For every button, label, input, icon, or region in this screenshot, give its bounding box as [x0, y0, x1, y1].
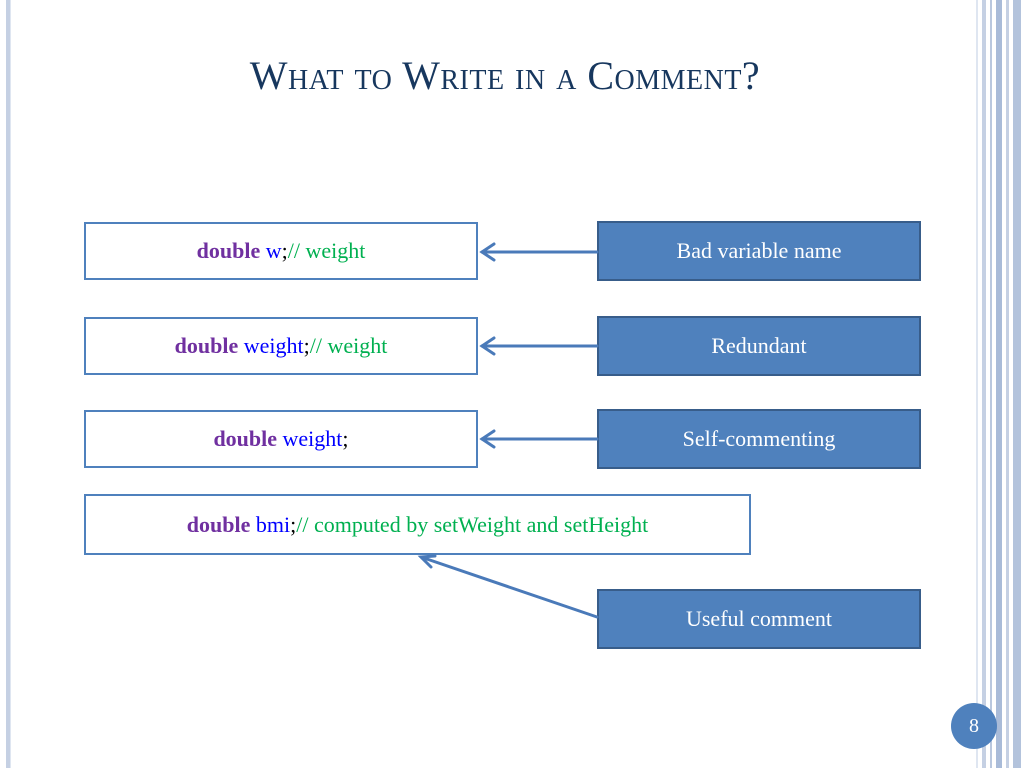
code-keyword: double [213, 426, 278, 451]
right-border-stripes [976, 0, 1024, 768]
code-comment: // weight [309, 333, 388, 358]
left-border-decoration [6, 0, 10, 768]
code-variable: weight [243, 333, 304, 358]
code-punct: ; [281, 238, 288, 263]
label-box-useful-comment: Useful comment [597, 589, 921, 649]
code-box-3: double weight; [84, 410, 478, 468]
label-box-bad-variable-name: Bad variable name [597, 221, 921, 281]
code-comment: // computed by setWeight and setHeight [296, 511, 649, 537]
code-punct: ; [342, 426, 349, 451]
code-variable: weight [282, 426, 343, 451]
code-box-4: double bmi; // computed by setWeight and… [84, 494, 751, 555]
left-border-decoration-thin [10, 0, 11, 768]
arrow-2 [479, 336, 599, 356]
code-punct: ; [290, 511, 297, 537]
label-box-self-commenting: Self-commenting [597, 409, 921, 469]
arrow-1 [479, 242, 599, 262]
code-variable: bmi [255, 511, 291, 537]
arrow-4 [417, 554, 599, 619]
code-box-1: double w; // weight [84, 222, 478, 280]
code-keyword: double [186, 511, 251, 537]
slide-title: What to Write in a Comment? [249, 53, 761, 98]
code-variable: w [265, 238, 282, 263]
arrow-3 [479, 429, 599, 449]
label-box-redundant: Redundant [597, 316, 921, 376]
code-comment: // weight [287, 238, 366, 263]
page-number-badge: 8 [951, 703, 997, 749]
code-punct: ; [303, 333, 310, 358]
code-box-2: double weight; // weight [84, 317, 478, 375]
code-keyword: double [196, 238, 261, 263]
code-keyword: double [174, 333, 239, 358]
